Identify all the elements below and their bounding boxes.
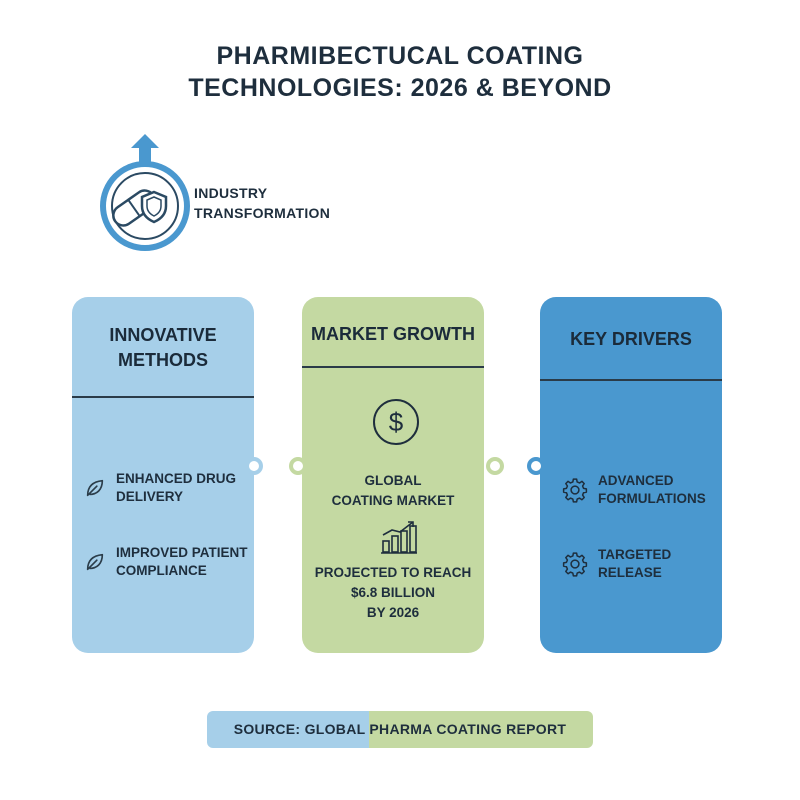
card-innovative-methods: INNOVATIVE METHODS ENHANCED DRUG DELIVER… [72, 297, 254, 653]
connector-dot [289, 457, 307, 475]
list-item: ADVANCED FORMULATIONS [562, 472, 706, 508]
item-text-line-2: COMPLIANCE [116, 563, 207, 578]
item-text-line-1: IMPROVED PATIENT [116, 545, 248, 560]
badge-label-line-2: TRANSFORMATION [194, 205, 331, 221]
dollar-icon: $ [373, 399, 419, 445]
market-text-line-1: GLOBAL [364, 473, 422, 488]
connector-dot [486, 457, 504, 475]
list-item: TARGETED RELEASE [562, 546, 671, 582]
title-line-2: TECHNOLOGIES: 2026 & BEYOND [188, 74, 612, 102]
leaf-icon [86, 553, 104, 571]
item-text-line-2: RELEASE [598, 565, 662, 580]
card-heading: KEY DRIVERS [570, 329, 692, 349]
card-market-growth: MARKET GROWTH $ GLOBAL COATING MARKET PR… [302, 297, 484, 653]
title-line-1: PHARMIBECTUCAL COATING [216, 42, 584, 70]
projection-text-line-3: BY 2026 [366, 605, 420, 620]
card-divider [302, 366, 484, 368]
badge-label-line-1: INDUSTRY [194, 185, 268, 201]
item-text-line-2: FORMULATIONS [598, 491, 706, 506]
connector-dot [527, 457, 545, 475]
projection-text-line-2: $6.8 BILLION [350, 585, 436, 600]
card-heading-line-2: METHODS [118, 350, 208, 370]
list-item: IMPROVED PATIENT COMPLIANCE [84, 544, 248, 580]
bar-chart-growth-icon [381, 521, 417, 554]
page-title: PHARMIBECTUCAL COATING TECHNOLOGIES: 202… [0, 40, 800, 104]
leaf-icon [86, 479, 104, 497]
source-text: SOURCE: GLOBAL PHARMA COATING REPORT [233, 721, 567, 737]
card-heading: INNOVATIVE METHODS [72, 323, 254, 373]
source-banner: SOURCE: GLOBAL PHARMA COATING REPORT [207, 711, 593, 748]
market-text: GLOBAL COATING MARKET [302, 471, 484, 511]
projection-text-line-1: PROJECTED TO REACH [314, 565, 472, 580]
gear-icon [562, 552, 588, 577]
item-text-line-2: DELIVERY [116, 489, 184, 504]
pill-shield-icon [100, 134, 190, 251]
card-heading-line-1: INNOVATIVE [109, 325, 217, 345]
item-text-line-1: ENHANCED DRUG [116, 471, 237, 486]
list-item: ENHANCED DRUG DELIVERY [84, 470, 236, 506]
gear-icon [562, 478, 588, 503]
card-divider [540, 379, 722, 381]
card-heading: MARKET GROWTH [311, 324, 475, 344]
connector-dot [245, 457, 263, 475]
item-text-line-1: TARGETED [598, 547, 672, 562]
item-text-line-1: ADVANCED [598, 473, 674, 488]
projection-text: PROJECTED TO REACH $6.8 BILLION BY 2026 [302, 563, 484, 623]
badge-label: INDUSTRY TRANSFORMATION [194, 183, 330, 223]
svg-text:$: $ [389, 407, 404, 437]
market-text-line-2: COATING MARKET [331, 493, 455, 508]
card-key-drivers: KEY DRIVERS ADVANCED FORMULATIONS TARGET… [540, 297, 722, 653]
card-divider [72, 396, 254, 398]
